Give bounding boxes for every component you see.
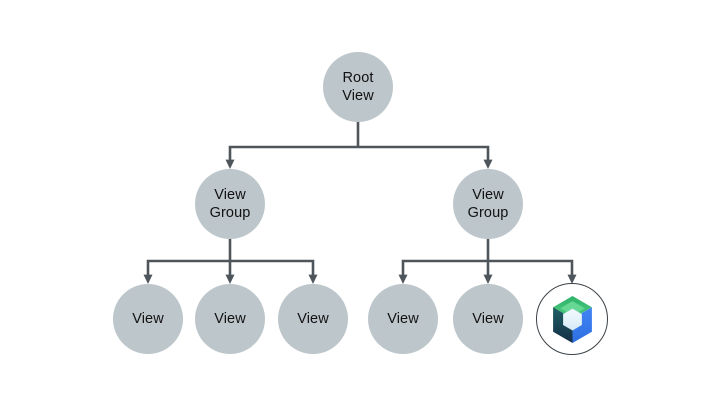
arrowhead (308, 274, 318, 284)
jetpack-compose-icon (552, 295, 592, 343)
node-view-group-right: View Group (453, 169, 523, 239)
node-view-group-left: View Group (195, 169, 265, 239)
connector-level2-right (401, 259, 574, 276)
arrowhead (225, 159, 235, 169)
connector-level1 (228, 145, 490, 160)
arrowhead (143, 274, 153, 284)
arrowhead (225, 274, 235, 284)
connector-level2-left (146, 259, 315, 276)
node-view-1: View (113, 284, 183, 354)
arrowhead (483, 274, 493, 284)
node-view-2: View (195, 284, 265, 354)
arrowhead (398, 274, 408, 284)
node-root-view: Root View (323, 52, 393, 122)
node-jetpack-compose (536, 283, 608, 355)
node-view-5: View (453, 284, 523, 354)
node-view-3: View (278, 284, 348, 354)
arrowhead (483, 159, 493, 169)
node-view-4: View (368, 284, 438, 354)
